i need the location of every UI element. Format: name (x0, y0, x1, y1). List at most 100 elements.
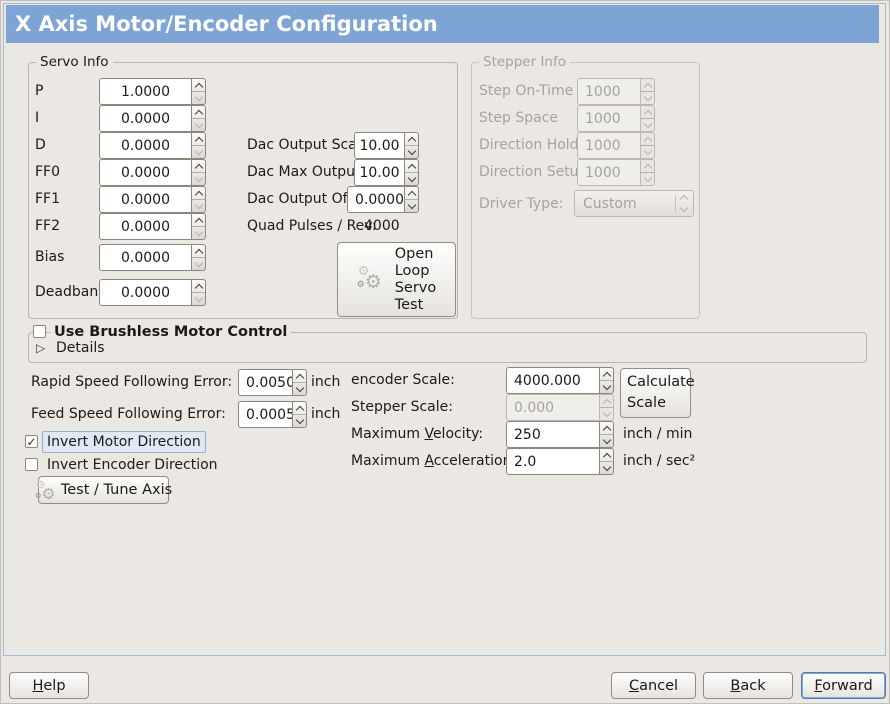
spin-down-icon[interactable] (600, 462, 613, 474)
p-input[interactable]: 1.0000 (99, 78, 191, 105)
ff0-spinbox[interactable]: 0.0000 (99, 159, 206, 186)
d-spinner-buttons[interactable] (191, 132, 206, 159)
ff2-spinner-buttons[interactable] (191, 213, 206, 240)
feed-following-error-input[interactable]: 0.0005 (238, 401, 295, 428)
maximum-velocity-spinbox[interactable]: 250 (506, 421, 614, 448)
test-tune-axis-button[interactable]: ⚙⚙⚙ Test / Tune Axis (35, 476, 172, 504)
invert-motor-direction-label[interactable]: Invert Motor Direction (42, 431, 206, 453)
encoder-scale-spinbox[interactable]: 4000.000 (506, 367, 614, 394)
help-button[interactable]: Help (9, 672, 89, 699)
spin-down-icon[interactable] (192, 293, 205, 305)
spin-down-icon[interactable] (405, 173, 418, 185)
help-button-label: Help (32, 677, 66, 694)
spin-down-icon[interactable] (192, 146, 205, 158)
invert-encoder-direction-checkbox[interactable] (25, 458, 38, 471)
rapid-following-error-input[interactable]: 0.0050 (238, 369, 295, 396)
d-spinbox[interactable]: 0.0000 (99, 132, 206, 159)
deadband-input[interactable]: 0.0000 (99, 279, 191, 306)
spin-down-icon[interactable] (405, 146, 418, 158)
ff1-spinbox[interactable]: 0.0000 (99, 186, 206, 213)
p-spinner-buttons[interactable] (191, 78, 206, 105)
back-button[interactable]: Back (703, 672, 793, 699)
ff2-spinbox[interactable]: 0.0000 (99, 213, 206, 240)
use-brushless-label[interactable]: Use Brushless Motor Control (50, 323, 292, 341)
maximum-acceleration-spinner-buttons[interactable] (599, 448, 614, 475)
spin-down-icon[interactable] (293, 383, 306, 395)
forward-button[interactable]: Forward (801, 672, 886, 699)
i-input[interactable]: 0.0000 (99, 105, 191, 132)
spin-up-icon[interactable] (192, 79, 205, 92)
spin-down-icon[interactable] (192, 173, 205, 185)
dac-output-offset-spinbox[interactable]: 0.0000 (347, 186, 419, 213)
invert-motor-direction-checkbox[interactable]: ✓ (25, 435, 38, 449)
dac-output-offset-input[interactable]: 0.0000 (347, 186, 404, 213)
rapid-following-error-spinbox[interactable]: 0.0050 (238, 369, 307, 396)
spin-up-icon[interactable] (192, 187, 205, 200)
spin-up-icon[interactable] (600, 368, 613, 381)
spin-up-icon[interactable] (293, 370, 306, 383)
spin-down-icon[interactable] (192, 119, 205, 131)
i-spinner-buttons[interactable] (191, 105, 206, 132)
maximum-acceleration-unit: inch / sec² (623, 453, 696, 469)
calculate-scale-button[interactable]: Calculate Scale (620, 368, 695, 418)
ff0-spinner-buttons[interactable] (191, 159, 206, 186)
use-brushless-checkbox[interactable] (33, 325, 46, 338)
cancel-button[interactable]: Cancel (611, 672, 696, 699)
spin-up-icon[interactable] (192, 214, 205, 227)
dac-max-output-spinner-buttons[interactable] (404, 159, 419, 186)
i-spinbox[interactable]: 0.0000 (99, 105, 206, 132)
ff1-input[interactable]: 0.0000 (99, 186, 191, 213)
spin-up-icon[interactable] (192, 106, 205, 119)
ff0-input[interactable]: 0.0000 (99, 159, 191, 186)
d-input[interactable]: 0.0000 (99, 132, 191, 159)
spin-down-icon[interactable] (192, 258, 205, 270)
dac-max-output-spinbox[interactable]: 10.00 (354, 159, 419, 186)
dac-output-offset-spinner-buttons[interactable] (404, 186, 419, 213)
details-expander[interactable]: Details (56, 340, 105, 356)
deadband-spinner-buttons[interactable] (191, 279, 206, 306)
dac-output-scale-spinner-buttons[interactable] (404, 132, 419, 159)
spin-down-icon[interactable] (293, 415, 306, 427)
spin-up-icon[interactable] (405, 160, 418, 173)
maximum-acceleration-spinbox[interactable]: 2.0 (506, 448, 614, 475)
dac-output-scale-input[interactable]: 10.00 (354, 132, 404, 159)
spin-down-icon[interactable] (192, 200, 205, 212)
spin-up-icon[interactable] (192, 280, 205, 293)
encoder-scale-input[interactable]: 4000.000 (506, 367, 599, 394)
spin-down-icon[interactable] (600, 435, 613, 447)
encoder-scale-spinner-buttons[interactable] (599, 367, 614, 394)
bias-spinbox[interactable]: 0.0000 (99, 244, 206, 271)
spin-up-icon[interactable] (192, 245, 205, 258)
dac-output-scale-spinbox[interactable]: 10.00 (354, 132, 419, 159)
dac-max-output-input[interactable]: 10.00 (354, 159, 404, 186)
maximum-acceleration-input[interactable]: 2.0 (506, 448, 599, 475)
spin-down-icon[interactable] (192, 227, 205, 239)
feed-following-error-spinbox[interactable]: 0.0005 (238, 401, 307, 428)
spin-up-icon[interactable] (192, 160, 205, 173)
spin-up-icon[interactable] (192, 133, 205, 146)
cancel-button-label: Cancel (628, 677, 679, 694)
spin-up-icon (641, 133, 654, 146)
maximum-velocity-spinner-buttons[interactable] (599, 421, 614, 448)
spin-up-icon[interactable] (600, 449, 613, 462)
spin-up-icon[interactable] (405, 133, 418, 146)
feed-following-error-spinner-buttons[interactable] (292, 401, 307, 428)
bias-input[interactable]: 0.0000 (99, 244, 191, 271)
step-on-time-label: Step On-Time (479, 83, 574, 99)
ff1-spinner-buttons[interactable] (191, 186, 206, 213)
rapid-following-error-spinner-buttons[interactable] (292, 369, 307, 396)
spin-down-icon[interactable] (600, 381, 613, 393)
spin-down-icon[interactable] (405, 200, 418, 212)
maximum-velocity-input[interactable]: 250 (506, 421, 599, 448)
open-loop-servo-test-button[interactable]: ⚙⚙⚙ Open Loop Servo Test (337, 242, 456, 317)
spin-up-icon[interactable] (600, 422, 613, 435)
deadband-spinbox[interactable]: 0.0000 (99, 279, 206, 306)
bias-spinner-buttons[interactable] (191, 244, 206, 271)
spin-down-icon[interactable] (192, 92, 205, 104)
expander-icon[interactable]: ▷ (36, 341, 46, 355)
spin-up-icon[interactable] (405, 187, 418, 200)
spin-up-icon[interactable] (293, 402, 306, 415)
invert-encoder-direction-label[interactable]: Invert Encoder Direction (47, 457, 218, 473)
ff2-input[interactable]: 0.0000 (99, 213, 191, 240)
p-spinbox[interactable]: 1.0000 (99, 78, 206, 105)
